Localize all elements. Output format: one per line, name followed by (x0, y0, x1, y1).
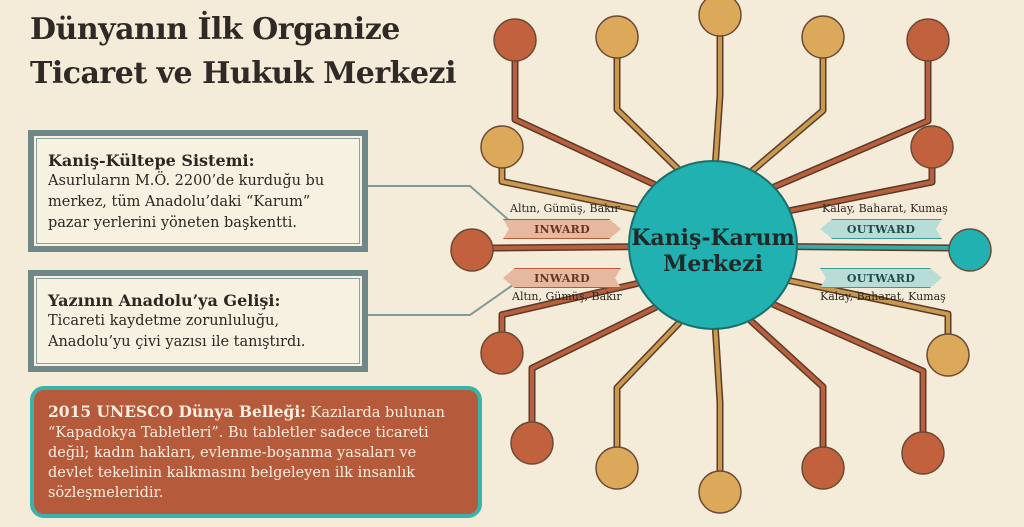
node-circle-gold (480, 125, 524, 169)
node-circle-red (450, 228, 494, 272)
spoke-line-fill (773, 40, 930, 189)
box-heading: Yazının Anadolu’ya Gelişi: (48, 291, 281, 310)
info-box-writing: Yazının Anadolu’ya Gelişi: Ticareti kayd… (28, 270, 368, 372)
spoke-line-fill (771, 302, 925, 453)
title-line-1: Dünyanın İlk Organize (30, 12, 400, 47)
spoke-line (511, 40, 657, 188)
node-circle-red (493, 18, 537, 62)
spoke-line-fill (713, 15, 722, 162)
spoke-line-fill (513, 40, 656, 187)
spoke-line (613, 319, 683, 468)
node-circle-red (510, 421, 554, 465)
box-text: Ticareti kaydetme zorunluluğu, Anadolu’y… (48, 313, 306, 350)
box-heading: 2015 UNESCO Dünya Belleği: (48, 402, 306, 421)
info-box-unesco: 2015 UNESCO Dünya Belleği: Kazılarda bul… (30, 386, 482, 518)
spoke-line-fill (713, 328, 722, 492)
inward-arrow-bottom: INWARD (503, 268, 621, 288)
page-title: Dünyanın İlk Organize Ticaret ve Hukuk M… (30, 8, 456, 96)
node-circle-teal (948, 228, 992, 272)
connector-line (340, 279, 521, 316)
node-circle-gold (595, 446, 639, 490)
center-hub-circle (628, 160, 798, 330)
title-line-2: Ticaret ve Hukuk Merkezi (30, 56, 456, 91)
node-circle-red (901, 431, 945, 475)
spoke-line (772, 40, 932, 191)
outward-arrow-bottom: OUTWARD (820, 268, 942, 288)
connector-line (340, 185, 521, 231)
node-circle-gold (926, 333, 970, 377)
outward-goods-top: Kalay, Baharat, Kumaş (822, 202, 948, 215)
inward-arrow-top: INWARD (503, 219, 621, 239)
spoke-line (747, 317, 827, 468)
center-line-1: Kaniş-Karum (631, 225, 795, 251)
node-circle-gold (698, 0, 742, 37)
spoke-line-fill (500, 147, 638, 212)
spoke-line (528, 303, 658, 443)
spoke-line (750, 37, 827, 174)
center-line-2: Merkezi (662, 251, 764, 277)
spoke-line-fill (750, 37, 825, 173)
node-circle-red (910, 125, 954, 169)
outward-goods-bottom: Kalay, Baharat, Kumaş (820, 290, 946, 303)
node-circle-red (906, 18, 950, 62)
info-box-kanis-kultepe: Kaniş-Kültepe Sistemi: Asurluların M.Ö. … (28, 130, 368, 252)
box-text: Kazılarda bulunan “Kapadokya Tabletleri”… (48, 405, 445, 501)
node-circle-gold (698, 470, 742, 514)
spoke-line-fill (530, 305, 658, 443)
box-text: Asurluların M.Ö. 2200’de kurduğu bu merk… (48, 173, 325, 231)
node-circle-gold (801, 15, 845, 59)
inward-goods-bottom: Altın, Gümüş, Bakır (512, 290, 622, 303)
box-heading: Kaniş-Kültepe Sistemi: (48, 151, 255, 170)
spoke-line (498, 147, 638, 214)
inward-goods-top: Altın, Gümüş, Bakır (510, 202, 620, 215)
spoke-line (613, 37, 681, 172)
outward-arrow-top: OUTWARD (820, 219, 942, 239)
spoke-line-fill (748, 318, 825, 468)
spoke-line (771, 300, 927, 453)
node-circle-gold (595, 15, 639, 59)
spoke-line-fill (615, 37, 680, 171)
node-circle-red (801, 446, 845, 490)
center-label: Kaniş-Karum Merkezi (630, 225, 796, 277)
node-circle-red (480, 331, 524, 375)
spoke-line-fill (615, 320, 682, 468)
